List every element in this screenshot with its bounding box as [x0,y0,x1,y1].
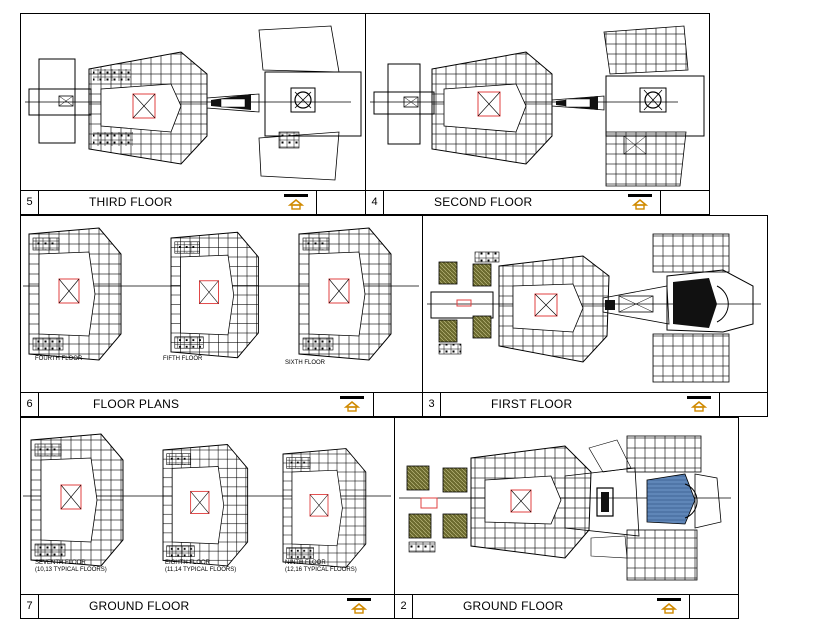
north-arrow-key-icon [687,396,711,414]
title-bar: 7 GROUND FLOOR [21,594,394,618]
plan-caption-note: (12,16 TYPICAL FLOORS) [285,567,357,573]
sheet-number: 4 [366,191,384,214]
sheet-first-floor: 3 FIRST FLOOR [422,215,768,417]
plan-caption-name: NINTH FLOOR [285,560,326,566]
title-bar: 3 FIRST FLOOR [423,392,767,416]
ground-floor-plan-drawing [395,418,738,594]
sheet-number: 5 [21,191,39,214]
floor-plans-drawing [21,216,422,392]
sheet-title: THIRD FLOOR [89,195,173,209]
title-bar: 4 SECOND FLOOR [366,190,709,214]
north-arrow-key-icon [657,598,681,616]
sheet-ground-floor: 2 GROUND FLOOR [394,417,739,619]
sheet-number: 7 [21,595,39,618]
title-divider [689,595,690,618]
plan-caption-name: SEVENTH FLOOR [35,560,86,566]
sheet-typical-floors: SEVENTH FLOOR (10,13 TYPICAL FLOORS) EIG… [20,417,395,619]
north-arrow-key-icon [628,194,652,212]
plan-caption-note: (11,14 TYPICAL FLOORS) [165,567,237,573]
sheet-number: 3 [423,393,441,416]
second-floor-plan-drawing [366,14,709,190]
title-bar: 6 FLOOR PLANS [21,392,422,416]
sheet-number: 6 [21,393,39,416]
sheet-title: GROUND FLOOR [89,599,190,613]
plan-caption: SIXTH FLOOR [285,360,326,366]
sheet-number: 2 [395,595,413,618]
typical-floors-drawing [21,418,394,594]
north-arrow-key-icon [340,396,364,414]
title-divider [660,191,661,214]
third-floor-plan-drawing [21,14,365,190]
plan-caption: FOURTH FLOOR [35,356,83,362]
sheet-title: GROUND FLOOR [463,599,564,613]
title-bar: 5 THIRD FLOOR [21,190,365,214]
plan-caption-note: (10,13 TYPICAL FLOORS) [35,567,107,573]
plan-caption: FIFTH FLOOR [163,356,203,362]
sheet-title: FLOOR PLANS [93,397,180,411]
sheet-third-floor: 5 THIRD FLOOR [20,13,366,215]
title-divider [316,191,317,214]
plan-caption-name: EIGHTH FLOOR [165,560,211,566]
north-arrow-key-icon [347,598,371,616]
north-arrow-key-icon [284,194,308,212]
title-divider [719,393,720,416]
sheet-floor-plans: FOURTH FLOOR FIFTH FLOOR SIXTH FLOOR 6 F… [20,215,423,417]
title-bar: 2 GROUND FLOOR [395,594,738,618]
sheet-second-floor: 4 SECOND FLOOR [365,13,710,215]
sheet-title: FIRST FLOOR [491,397,573,411]
sheet-title: SECOND FLOOR [434,195,533,209]
title-divider [373,393,374,416]
first-floor-plan-drawing [423,216,767,392]
